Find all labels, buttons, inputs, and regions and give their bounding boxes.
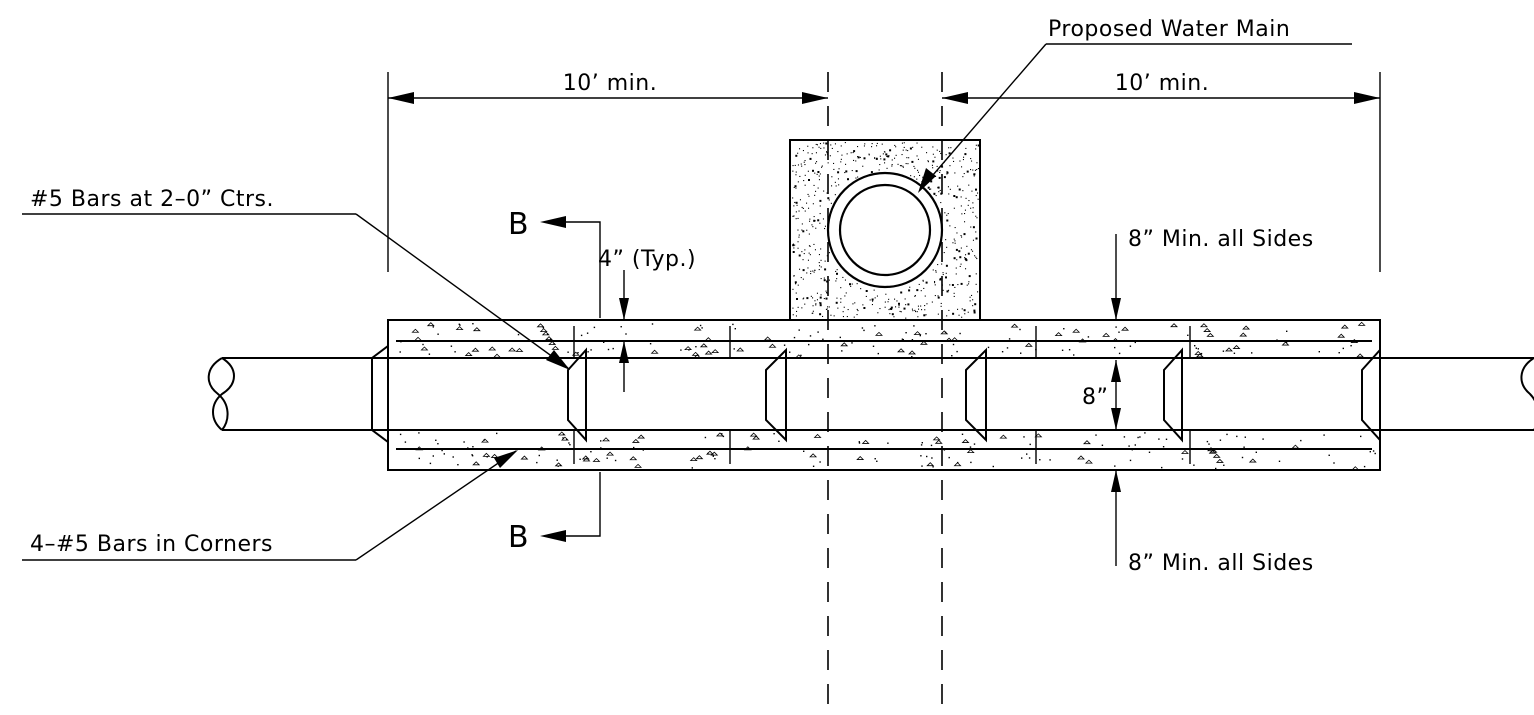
dimension-min-sides-top: 8” Min. all Sides [1111,227,1314,320]
dimension-min-sides-bottom: 8” Min. all Sides [1111,470,1314,576]
existing-pipe [207,344,1534,444]
water-main-pipe-inner [838,183,932,277]
concrete-speckle-block [792,142,980,319]
dim-right-label: 10’ min. [1115,71,1209,96]
bars-spacing-label: #5 Bars at 2–0” Ctrs. [30,187,274,212]
min-sides-top-label: 8” Min. all Sides [1128,227,1314,252]
water-main-concrete-block [789,139,981,321]
leader-bars-corners: 4–#5 Bars in Corners [22,450,518,561]
pipe-break-right [1520,357,1534,430]
water-main-centerlines [827,72,943,715]
leader-proposed-water-main: Proposed Water Main [918,17,1352,193]
dimension-10ft: 10’ min. 10’ min. [387,71,1381,272]
section-top-label: B [508,207,529,242]
section-bottom-label: B [508,520,529,555]
proposed-water-main-label: Proposed Water Main [1048,17,1290,42]
leader-bars-spacing: #5 Bars at 2–0” Ctrs. [22,187,570,370]
clearance-label: 8” [1082,385,1108,410]
pipe-joints [371,344,1381,444]
dimension-typ-cover: 4” (Typ.) [598,247,696,392]
dimension-clearance: 8” [1082,360,1121,430]
pipe-break-left [207,357,229,431]
dim-left-label: 10’ min. [563,71,657,96]
typ-cover-label: 4” (Typ.) [598,247,696,272]
min-sides-bottom-label: 8” Min. all Sides [1128,551,1314,576]
bars-corners-label: 4–#5 Bars in Corners [30,532,273,557]
section-marker-top: B [508,207,601,318]
section-marker-bottom: B [508,472,601,555]
concrete-speckle-slab [399,321,1376,471]
